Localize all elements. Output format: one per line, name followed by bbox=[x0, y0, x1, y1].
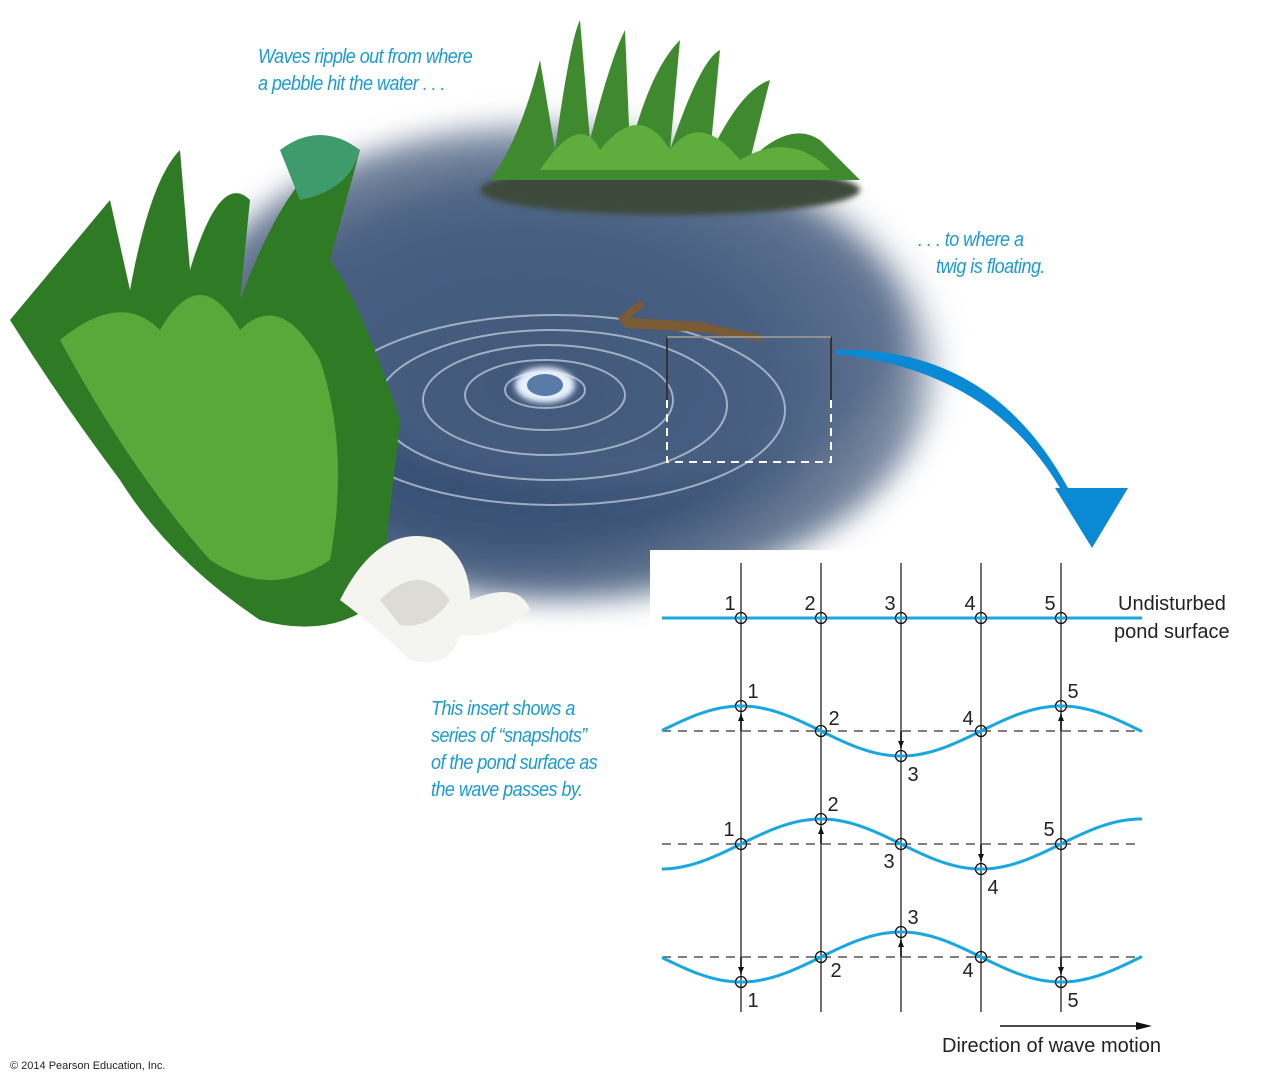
water-particle-marker bbox=[734, 611, 748, 625]
point-label: 4 bbox=[964, 593, 975, 615]
water-particle-marker bbox=[1054, 837, 1068, 851]
point-label: 5 bbox=[1067, 681, 1078, 703]
arrowhead-icon bbox=[1058, 714, 1064, 721]
water-particle-marker bbox=[1054, 975, 1068, 989]
arrowhead-icon bbox=[978, 854, 984, 861]
caption-line: This insert shows a bbox=[431, 698, 575, 720]
point-label: 5 bbox=[1067, 990, 1078, 1012]
arrowhead-icon bbox=[898, 940, 904, 947]
twig bbox=[618, 300, 762, 342]
water-particle-marker bbox=[974, 611, 988, 625]
water-particle-marker bbox=[894, 925, 908, 939]
point-label: 2 bbox=[830, 960, 841, 982]
point-label: 4 bbox=[962, 708, 973, 730]
point-label: 3 bbox=[883, 851, 894, 873]
caption-line: a pebble hit the water . . . bbox=[258, 73, 446, 95]
pebble-splash bbox=[515, 367, 575, 403]
caption-twig: . . . to where a twig is floating. bbox=[918, 227, 1045, 281]
point-label: 2 bbox=[827, 794, 838, 816]
caption-insert: This insert shows a series of “snapshots… bbox=[431, 696, 598, 804]
water-particle-marker bbox=[814, 611, 828, 625]
point-label: 2 bbox=[804, 593, 815, 615]
point-label: 1 bbox=[724, 593, 735, 615]
wave-diagram: 1 2 3 4 5 1 2 3 4 5 1 2 3 4 5 1 2 3 4 5 Undisturbed pond surf… bbox=[661, 563, 1230, 1057]
direction-arrowhead-icon bbox=[1136, 1022, 1152, 1030]
caption-line: twig is floating. bbox=[936, 256, 1045, 278]
water-particle-marker bbox=[734, 975, 748, 989]
water-particle-marker bbox=[974, 862, 988, 876]
water-particle-marker bbox=[894, 837, 908, 851]
water-particle-marker bbox=[814, 812, 828, 826]
point-label: 5 bbox=[1044, 593, 1055, 615]
water-particle-marker bbox=[734, 699, 748, 713]
point-label: 3 bbox=[907, 764, 918, 786]
point-label: 1 bbox=[723, 819, 734, 841]
caption-pebble: Waves ripple out from where a pebble hit… bbox=[258, 44, 473, 98]
water-particle-marker bbox=[1054, 699, 1068, 713]
copyright: © 2014 Pearson Education, Inc. bbox=[10, 1060, 166, 1072]
arrowhead-icon bbox=[738, 714, 744, 721]
arrowhead-icon bbox=[818, 827, 824, 834]
caption-line: of the pond surface as bbox=[431, 752, 598, 774]
grass-left bbox=[10, 135, 400, 627]
white-flower bbox=[340, 536, 530, 663]
water-particle-marker bbox=[894, 749, 908, 763]
undisturbed-label: Undisturbed bbox=[1118, 593, 1226, 615]
caption-line: Waves ripple out from where bbox=[258, 46, 473, 68]
point-label: 3 bbox=[907, 907, 918, 929]
point-label: 4 bbox=[962, 960, 973, 982]
undisturbed-label: pond surface bbox=[1114, 621, 1230, 643]
caption-line: . . . to where a bbox=[918, 229, 1024, 251]
point-label: 1 bbox=[747, 681, 758, 703]
curved-arrow-icon bbox=[835, 349, 1128, 548]
water-particle-marker bbox=[814, 950, 828, 964]
water-particle-marker bbox=[974, 724, 988, 738]
grass-island bbox=[480, 20, 860, 215]
point-label: 2 bbox=[828, 708, 839, 730]
arrowhead-icon bbox=[898, 741, 904, 748]
point-label: 5 bbox=[1043, 819, 1054, 841]
water-particle-marker bbox=[814, 724, 828, 738]
zoom-bracket bbox=[666, 336, 832, 463]
arrowhead-icon bbox=[1058, 967, 1064, 974]
point-label: 3 bbox=[884, 593, 895, 615]
point-label: 1 bbox=[747, 990, 758, 1012]
caption-line: the wave passes by. bbox=[431, 779, 583, 801]
water-particle-marker bbox=[1054, 611, 1068, 625]
water-particle-marker bbox=[734, 837, 748, 851]
water-particle-marker bbox=[894, 611, 908, 625]
water-particle-marker bbox=[974, 950, 988, 964]
point-label: 4 bbox=[987, 877, 998, 899]
direction-label: Direction of wave motion bbox=[942, 1035, 1161, 1057]
caption-line: series of “snapshots” bbox=[431, 725, 587, 747]
arrowhead-icon bbox=[738, 967, 744, 974]
